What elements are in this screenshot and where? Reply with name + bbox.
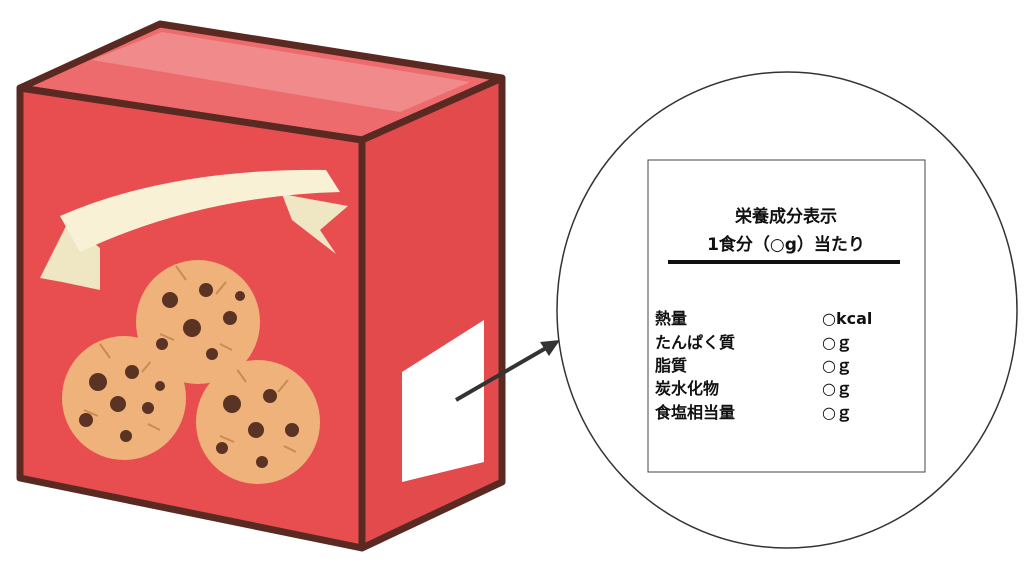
cookie-bottom-left xyxy=(62,336,186,460)
pointer-arrow xyxy=(454,340,560,402)
arrow-head-icon xyxy=(540,340,560,356)
ribbon-banner xyxy=(40,169,348,290)
label-title-line1: 栄養成分表示 xyxy=(734,206,837,227)
box-label-sticker xyxy=(402,320,484,482)
row-name-energy: 熱量 xyxy=(655,309,687,328)
label-title-line2: 1食分（○g）当たり xyxy=(707,234,865,255)
ribbon-right-tail xyxy=(282,194,348,254)
row-value-protein: ○ｇ xyxy=(822,333,852,353)
cookie-box xyxy=(16,20,506,552)
row-name-salt: 食塩相当量 xyxy=(654,403,735,422)
row-name-fat: 脂質 xyxy=(655,356,687,375)
cookie-top xyxy=(136,260,260,384)
label-divider xyxy=(668,260,900,264)
nutrition-label: 栄養成分表示 1食分（○g）当たり 熱量 ○kcal たんぱく質 ○ｇ 脂質 ○… xyxy=(647,159,926,473)
row-value-fat: ○ｇ xyxy=(822,356,852,376)
cookies xyxy=(62,260,320,484)
row-name-carbohydrate: 炭水化物 xyxy=(655,379,719,398)
ribbon-body xyxy=(60,169,340,252)
box-top-highlight xyxy=(92,32,470,112)
box-side-face xyxy=(358,74,506,552)
cookie-bottom-right xyxy=(196,360,320,484)
row-value-salt: ○ｇ xyxy=(822,403,852,423)
row-value-carbohydrate: ○ｇ xyxy=(822,379,852,399)
nutrition-label-frame xyxy=(647,159,926,473)
row-name-protein: たんぱく質 xyxy=(655,333,735,352)
row-value-energy: ○kcal xyxy=(822,309,872,328)
